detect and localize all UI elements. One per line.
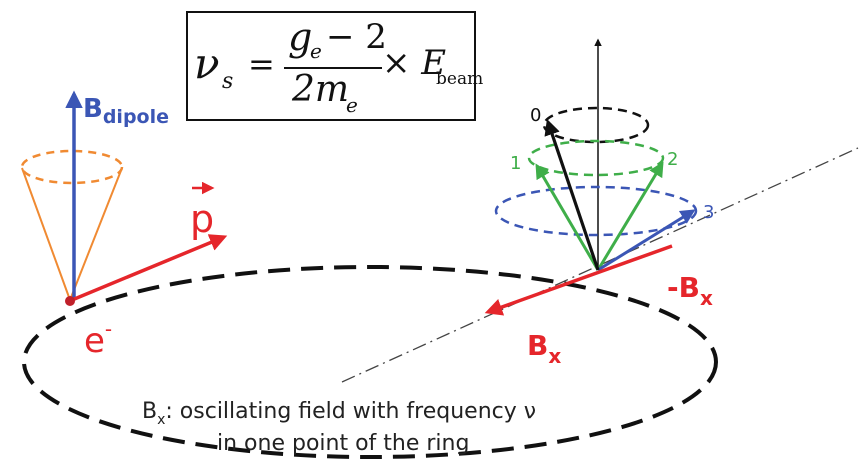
spin-arrow-0	[544, 118, 600, 271]
neg-bx-label: -Bx	[667, 271, 713, 310]
formula-num-rest: − 2	[326, 17, 387, 57]
formula-den-2m: 2m	[292, 69, 350, 110]
bx-label: Bx	[527, 329, 561, 368]
formula-num-sub: e	[310, 39, 322, 63]
caption-line-1: Bx: oscillating field with frequency ν	[142, 399, 536, 428]
electron-precession-group	[20, 90, 228, 306]
b-dipole-label: Bdipole	[83, 94, 169, 128]
spin-arrow-1	[535, 163, 600, 271]
kicker-spin-group	[484, 38, 698, 316]
spin-label-2: 2	[667, 149, 678, 170]
precession-cone-top	[20, 149, 124, 185]
spin-circle-0	[542, 106, 650, 144]
spin-label-1: 1	[510, 153, 521, 174]
formula-box: ν s = g e − 2 2m e × E beam	[186, 11, 483, 121]
momentum-label: p	[190, 197, 214, 241]
formula-nu: ν	[194, 39, 220, 88]
spin-circle-2	[494, 185, 698, 237]
electron-label: e-	[84, 317, 112, 361]
cone-edge-left	[21, 167, 71, 301]
spin-arrow-2	[596, 161, 664, 271]
formula-beam-sub: beam	[436, 69, 484, 89]
bx-field-arrow	[484, 244, 673, 316]
formula-num-g: g	[288, 15, 313, 59]
cone-edge-right	[69, 167, 123, 301]
electron-dot	[65, 296, 75, 306]
spin-circle-1	[527, 139, 665, 177]
caption-line-2: in one point of the ring	[217, 431, 469, 456]
axis-line	[341, 147, 859, 383]
momentum-arrow	[71, 234, 228, 302]
formula-equals: =	[248, 45, 275, 83]
spin-arrow-3	[597, 209, 696, 272]
spin-label-3: 3	[703, 202, 714, 223]
fraction-bar	[284, 67, 382, 69]
spin-label-0: 0	[530, 105, 541, 126]
formula-nu-sub: s	[222, 69, 234, 94]
storage-ring	[22, 265, 718, 459]
formula-times-E: × E	[382, 43, 447, 83]
formula-den-sub: e	[346, 93, 358, 117]
